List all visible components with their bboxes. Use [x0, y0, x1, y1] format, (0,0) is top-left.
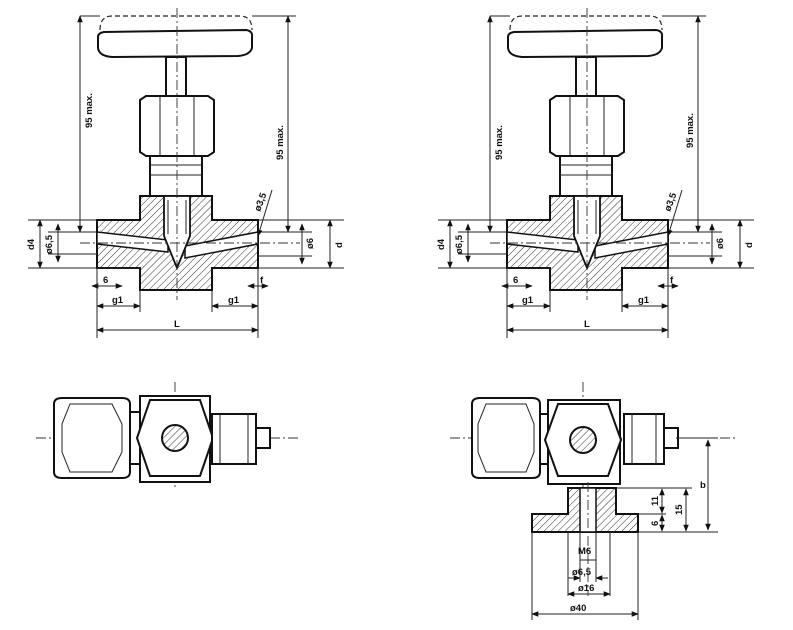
dim-cone: ø3,5 — [252, 191, 269, 213]
dim-h11: 11 — [650, 495, 661, 506]
dim-d: d — [334, 242, 345, 248]
handwheel-top-dashed — [99, 15, 253, 31]
dim-d16: ø16 — [578, 583, 594, 594]
flow-bore — [506, 231, 669, 259]
dim-thread: M6 — [578, 546, 591, 557]
dim-height-right: 95 max. — [275, 125, 286, 160]
dim-L: L — [174, 319, 180, 330]
dim-d65: ø6,5 — [572, 567, 592, 578]
valve-stem — [575, 56, 597, 98]
dim-dia-outlet: ø6 — [305, 238, 316, 249]
handwheel — [97, 28, 254, 59]
dim-height-right: 95 max. — [685, 113, 696, 148]
dim-dia-inlet: ø6,5 — [44, 234, 55, 254]
dim-g1-right: g1 — [638, 295, 650, 306]
dim-d4: d4 — [26, 238, 37, 250]
bonnet-neck — [559, 155, 613, 197]
valve-stem — [165, 56, 187, 98]
dim-d4: d4 — [436, 238, 447, 250]
valve-top-view-right: b 11 6 15 M6 ø6,5 ø16 ø40 — [450, 382, 735, 620]
dim-height-left: 95 max. — [494, 125, 505, 160]
dim-d40: ø40 — [570, 603, 586, 614]
dim-height-left: 95 max. — [84, 93, 95, 128]
handwheel — [507, 28, 664, 59]
dim-d: d — [744, 242, 755, 248]
dim-L: L — [584, 319, 590, 330]
stem-hole — [161, 424, 189, 452]
valve-top-view-left — [36, 382, 298, 490]
hex-fitting-left — [471, 397, 541, 479]
dim-f: f — [260, 275, 264, 286]
bonnet-neck — [149, 155, 203, 197]
dim-h15: 15 — [674, 504, 685, 515]
dim-f: f — [670, 275, 674, 286]
valve-front-view-left: 95 max. 95 max. d4 ø6,5 ø6 d ø3,5 6 — [26, 8, 345, 338]
dim-h6: 6 — [650, 521, 661, 526]
dim-cone: ø3,5 — [662, 191, 679, 213]
dim-g1-right: g1 — [228, 295, 240, 306]
dim-dia-inlet: ø6,5 — [454, 234, 465, 254]
dim-six: 6 — [103, 275, 108, 286]
dim-g1-left: g1 — [522, 295, 534, 306]
dim-g1-left: g1 — [112, 295, 124, 306]
stem-hole — [569, 426, 597, 454]
dim-dia-outlet: ø6 — [715, 238, 726, 249]
hex-fitting-left — [53, 397, 131, 479]
dim-b: b — [700, 480, 706, 491]
fitting-right — [623, 413, 665, 465]
valve-front-view-right: 95 max. 95 max. d4 ø6,5 ø6 d ø3,5 6 f g1… — [436, 8, 755, 338]
flow-bore — [96, 231, 259, 259]
fitting-right — [211, 413, 257, 465]
dim-six: 6 — [513, 275, 518, 286]
